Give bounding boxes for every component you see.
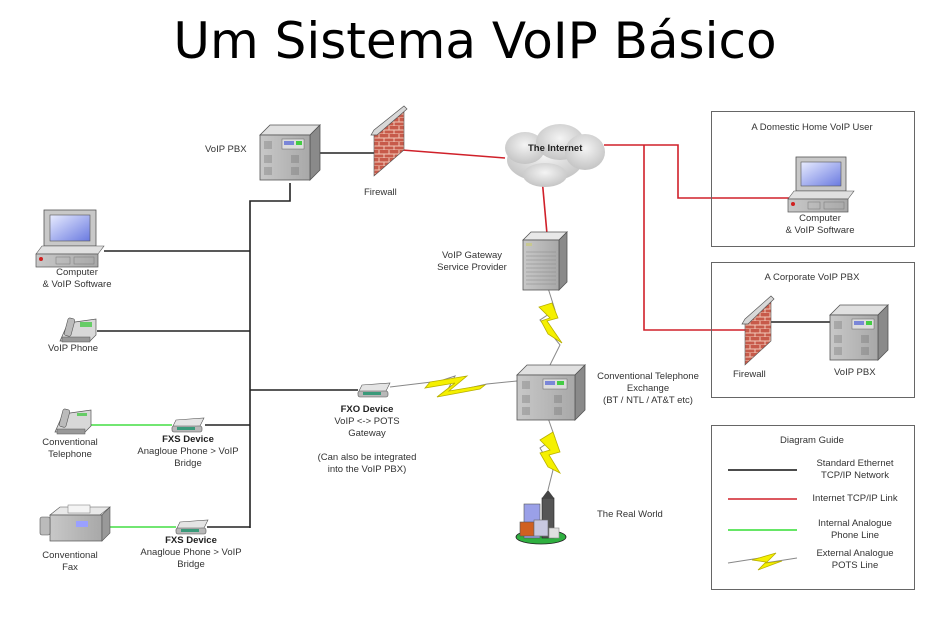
- corporate-firewall-icon: [741, 295, 775, 366]
- conventional-telephone-label-line1: Conventional: [42, 437, 98, 448]
- pots-bolt-gateway: [538, 302, 563, 344]
- legend-label-ethernet-line1: Standard Ethernet: [816, 458, 894, 469]
- link-pbx-bus: [249, 183, 291, 528]
- domestic-computer-label: Computer & VoIP Software: [775, 213, 865, 237]
- internet-links: [401, 144, 796, 331]
- pots-bolt-fxo: [424, 375, 487, 398]
- legend-label-internal-analogue-line2: Phone Line: [830, 530, 880, 541]
- domestic-computer-label-line1: Computer: [799, 213, 841, 224]
- link-internet-corporate: [643, 145, 748, 331]
- domestic-computer-label-line2: & VoIP Software: [785, 225, 855, 236]
- conventional-fax-label: Conventional Fax: [30, 550, 110, 574]
- internet-label-text: The Internet: [528, 143, 583, 154]
- link-firewall-internet: [401, 149, 506, 159]
- page-title: Um Sistema VoIP Básico: [173, 12, 777, 70]
- link-internet-domestic: [604, 144, 796, 199]
- firewall-label: Firewall: [364, 187, 397, 198]
- fxs-device-1-desc-line1: Anagloue Phone > VoIP: [137, 446, 239, 457]
- domestic-computer-icon: [787, 156, 855, 213]
- telephone-exchange-label: Conventional Telephone Exchange (BT / NT…: [588, 371, 708, 407]
- fxo-device-note-line2: into the VoIP PBX): [327, 464, 407, 475]
- corporate-group-title: A Corporate VoIP PBX: [764, 272, 860, 283]
- telephone-exchange-label-line3: (BT / NTL / AT&T etc): [603, 395, 693, 406]
- legend-label-internet-line1: Internet TCP/IP Link: [812, 493, 898, 504]
- voip-gateway-label: VoIP Gateway Service Provider: [432, 250, 512, 274]
- internal-analogue-links: [90, 424, 176, 528]
- voip-pbx-icon: [259, 124, 321, 181]
- firewall-icon: [370, 105, 408, 177]
- fxs-device-2-desc-line1: Anagloue Phone > VoIP: [140, 547, 242, 558]
- legend-label-ethernet-line2: TCP/IP Network: [821, 470, 889, 481]
- telephone-exchange-icon: [516, 364, 586, 421]
- conventional-fax-label-line2: Fax: [62, 562, 78, 573]
- pots-gateway-exchange: [539, 287, 561, 366]
- pots-links: [389, 287, 563, 491]
- pots-bolt-world: [539, 431, 562, 474]
- voip-phone-label: VoIP Phone: [48, 343, 99, 354]
- fxo-device-desc-line2: Gateway: [348, 428, 386, 439]
- legend-label-internet: Internet TCP/IP Link: [798, 493, 912, 505]
- computer-left-icon: [35, 209, 105, 268]
- corporate-firewall-label: Firewall: [733, 369, 766, 380]
- fax-icon: [39, 504, 111, 542]
- computer-left-label: Computer & VoIP Software: [34, 267, 120, 291]
- legend-title: Diagram Guide: [780, 435, 844, 446]
- real-world-label: The Real World: [597, 509, 663, 520]
- legend-label-external-pots-line2: POTS Line: [831, 560, 879, 571]
- conventional-telephone-label-line2: Telephone: [48, 449, 92, 460]
- fxs-device-2-label: FXS Device Anagloue Phone > VoIP Bridge: [131, 535, 251, 571]
- link-internet-gateway: [541, 177, 548, 235]
- domestic-group-title: A Domestic Home VoIP User: [751, 122, 873, 133]
- voip-gateway-label-line2: Service Provider: [437, 262, 507, 273]
- fxs-device-2-name: FXS Device: [165, 535, 217, 546]
- real-world-city-icon: [515, 490, 567, 545]
- internet-cloud-icon: [505, 124, 605, 187]
- fxo-device-name: FXO Device: [340, 404, 394, 415]
- fxs-device-2-desc-line2: Bridge: [177, 559, 205, 570]
- fxs-device-1-desc-line2: Bridge: [174, 458, 202, 469]
- corporate-pbx-group: [711, 262, 915, 398]
- fxo-device-desc-line1: VoIP <-> POTS: [334, 416, 400, 427]
- telephone-exchange-label-line2: Exchange: [626, 383, 670, 394]
- voip-pbx-label: VoIP PBX: [205, 144, 247, 155]
- fxs-device-1-name: FXS Device: [162, 434, 214, 445]
- internet-label: The Internet: [528, 143, 582, 155]
- domestic-user-group: [711, 111, 915, 247]
- legend-swatch-external-pots-bolt: [751, 552, 783, 571]
- conventional-fax-label-line1: Conventional: [42, 550, 98, 561]
- telephone-exchange-label-line1: Conventional Telephone: [597, 371, 699, 382]
- diagram-guide-legend: [711, 425, 915, 590]
- computer-left-label-line1: Computer: [56, 267, 98, 278]
- legend-label-internal-analogue-line1: Internal Analogue: [818, 518, 892, 529]
- voip-phone-icon: [59, 317, 97, 343]
- fxs-device-1-label: FXS Device Anagloue Phone > VoIP Bridge: [128, 434, 248, 470]
- legend-swatches: [727, 469, 798, 571]
- legend-label-external-pots: External Analogue POTS Line: [800, 548, 910, 572]
- legend-label-external-pots-line1: External Analogue: [816, 548, 894, 559]
- fxo-device-icon: [357, 382, 391, 398]
- fxs-device-2-icon: [175, 519, 209, 535]
- corporate-pbx-icon: [829, 304, 889, 361]
- legend-label-ethernet: Standard Ethernet TCP/IP Network: [800, 458, 910, 482]
- legend-label-internal-analogue: Internal Analogue Phone Line: [800, 518, 910, 542]
- fxs-device-1-icon: [171, 417, 205, 433]
- fxo-device-label: FXO Device VoIP <-> POTS Gateway (Can al…: [312, 404, 422, 476]
- voip-gateway-server-icon: [522, 231, 568, 291]
- conventional-telephone-icon: [54, 408, 92, 435]
- pots-exchange-world: [539, 417, 556, 491]
- conventional-telephone-label: Conventional Telephone: [30, 437, 110, 461]
- ethernet-links: [97, 152, 830, 528]
- corporate-pbx-label: VoIP PBX: [834, 367, 876, 378]
- computer-left-label-line2: & VoIP Software: [42, 279, 112, 290]
- fxo-device-note-line1: (Can also be integrated: [317, 452, 417, 463]
- voip-gateway-label-line1: VoIP Gateway: [441, 250, 503, 261]
